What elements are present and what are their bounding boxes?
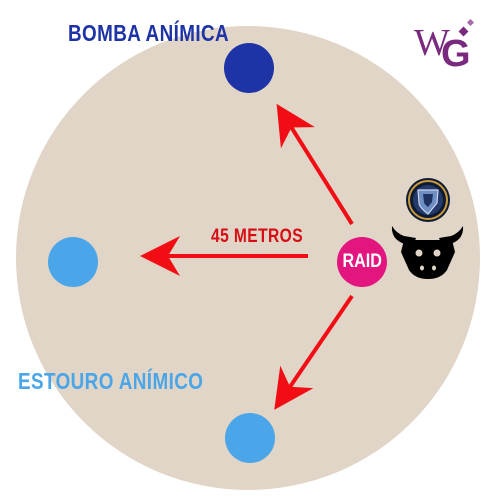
bomba-label: BOMBA ANÍMICA — [68, 20, 230, 46]
estouro-marker-bottom — [225, 413, 275, 463]
bull-head-icon — [391, 226, 464, 279]
logo-w: W — [414, 22, 450, 64]
distance-label: 45 METROS — [211, 226, 304, 247]
bomba-marker — [224, 43, 274, 93]
raid-marker — [337, 237, 387, 287]
estouro-marker-left — [48, 237, 98, 287]
arrow-down — [274, 294, 354, 410]
shield-badge-icon — [406, 178, 450, 222]
logo: W G — [414, 22, 478, 75]
logo-g: G — [441, 33, 471, 75]
arrow-up — [276, 103, 354, 226]
estouro-label: ESTOURO ANÍMICO — [18, 368, 204, 394]
